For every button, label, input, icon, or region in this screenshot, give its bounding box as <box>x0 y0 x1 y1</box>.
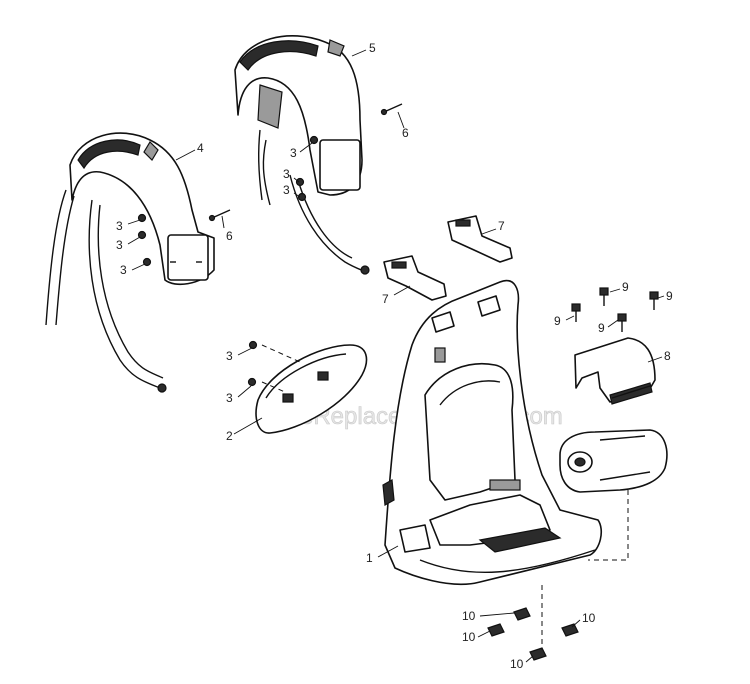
callout-pin-left: 6 <box>226 229 233 243</box>
leader-lines <box>127 49 665 663</box>
bracket[interactable] <box>574 337 656 405</box>
pin-right[interactable] <box>380 103 403 116</box>
callout-screw-left-b: 3 <box>116 238 123 252</box>
pin-left[interactable] <box>208 209 231 222</box>
bolt-set[interactable] <box>571 287 659 332</box>
bolt-c <box>617 313 627 332</box>
buckle-lower[interactable] <box>383 255 447 301</box>
callout-clip-b: 10 <box>462 630 476 644</box>
callout-bolt-a: 9 <box>622 280 629 294</box>
callout-bracket: 8 <box>664 349 671 363</box>
clip-set[interactable] <box>487 607 579 661</box>
callout-screw-right-a: 3 <box>290 146 297 160</box>
assembly-guides <box>261 344 629 650</box>
callout-pin-right: 6 <box>402 126 409 140</box>
callout-bolt-c: 9 <box>598 321 605 335</box>
callout-buckle-lower: 7 <box>382 292 389 306</box>
callout-screw-pad-bottom: 3 <box>226 391 233 405</box>
callout-screw-right-b: 3 <box>283 167 290 181</box>
callout-clip-a: 10 <box>462 609 476 623</box>
callout-bolt-b: 9 <box>554 314 561 328</box>
fuel-tank[interactable] <box>559 429 668 493</box>
callout-screw-right-c: 3 <box>283 183 290 197</box>
buckle-upper[interactable] <box>447 215 513 263</box>
callout-screw-left-a: 3 <box>116 219 123 233</box>
bolt-b <box>599 287 609 306</box>
callout-screw-left-c: 3 <box>120 263 127 277</box>
callout-labels: 1 2 3 3 3 3 3 3 3 3 4 5 6 6 7 7 8 9 9 9 … <box>116 41 673 671</box>
callout-clip-c: 10 <box>510 657 524 671</box>
back-pad[interactable] <box>255 344 368 434</box>
bolt-a <box>571 303 581 322</box>
bolt-d <box>649 291 659 310</box>
callout-frame: 1 <box>366 551 373 565</box>
callout-buckle-upper: 7 <box>498 219 505 233</box>
right-shoulder-strap[interactable] <box>234 35 370 275</box>
callout-strap-right: 5 <box>369 41 376 55</box>
backpack-frame[interactable] <box>382 279 602 586</box>
callout-strap-left: 4 <box>197 141 204 155</box>
screw-set[interactable] <box>137 135 319 387</box>
callout-bolt-d: 9 <box>666 289 673 303</box>
left-shoulder-strap[interactable] <box>45 132 215 393</box>
callout-back-pad: 2 <box>226 429 233 443</box>
callout-screw-pad-top: 3 <box>226 349 233 363</box>
callout-clip-d: 10 <box>582 611 596 625</box>
